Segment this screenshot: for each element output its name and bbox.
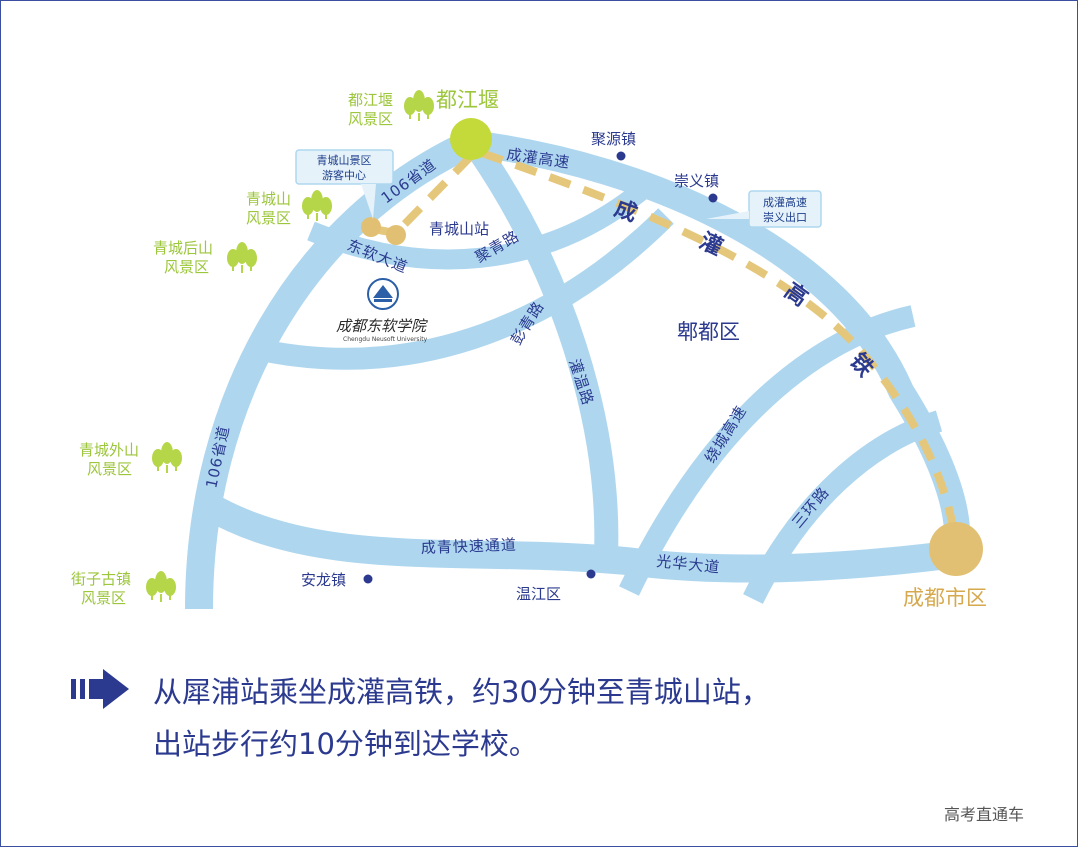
- label-qingcheng-houshan-1: 青城后山: [153, 239, 213, 257]
- route-description: 从犀浦站乘坐成灌高铁，约30分钟至青城山站， 出站步行约10分钟到达学校。: [153, 666, 953, 770]
- qingchengshan-station-marker: [361, 217, 381, 237]
- route-line-2: 出站步行约10分钟到达学校。: [153, 727, 538, 761]
- label-dujiangyan-station: 都江堰: [436, 88, 499, 112]
- watermark: 高考直通车: [944, 805, 1025, 824]
- road-chengguan-expressway: [469, 130, 971, 554]
- label-dujiangyan-scenic-2: 风景区: [348, 110, 393, 128]
- chongyi-town-dot-icon: [708, 193, 718, 203]
- label-juyuan-town: 聚源镇: [591, 130, 636, 148]
- callout-exit-line1: 成灌高速: [763, 195, 807, 209]
- label-chongyi-town: 崇义镇: [674, 172, 719, 190]
- dujiangyan-scenic-tree-icon: [404, 90, 434, 121]
- university-name-cn: 成都东软学院: [336, 317, 428, 335]
- label-qingcheng-waishan-1: 青城外山: [79, 441, 139, 459]
- visitor-center-marker: [386, 225, 406, 245]
- route-line-1: 从犀浦站乘坐成灌高铁，约30分钟至青城山站，: [153, 675, 770, 709]
- callout-visitor-line2: 游客中心: [322, 168, 366, 182]
- label-anlong-town: 安龙镇: [301, 571, 346, 589]
- label-jiezi-town-1: 街子古镇: [71, 570, 131, 588]
- label-qingcheng-houshan-2: 风景区: [164, 258, 209, 276]
- callout-expressway-exit: 成灌高速 崇义出口: [706, 190, 822, 228]
- label-chengqing-express: 成青快速通道: [421, 536, 518, 557]
- label-qingchengshan-scenic-1: 青城山: [246, 190, 291, 208]
- label-chengdu-city: 成都市区: [903, 586, 987, 610]
- dujiangyan-station-marker: [450, 118, 492, 160]
- label-jiezi-town-2: 风景区: [81, 589, 126, 607]
- road-pengqing: [263, 208, 674, 370]
- label-wenjiang-district: 温江区: [516, 585, 561, 603]
- label-qingchengshan-station: 青城山站: [429, 220, 489, 238]
- chengdu-city-marker: [929, 522, 983, 576]
- callout-visitor-line1: 青城山景区: [317, 154, 372, 167]
- anlong-town-dot-icon: [363, 574, 373, 584]
- wenjiang-dot-icon: [586, 569, 596, 579]
- road-network: [185, 130, 971, 610]
- label-dujiangyan-scenic-1: 都江堰: [348, 91, 393, 109]
- label-qingcheng-waishan-2: 风景区: [87, 460, 132, 478]
- road-106-provincial: [185, 130, 477, 610]
- road-guanwen: [469, 144, 619, 557]
- arrow-right-icon: [71, 669, 129, 709]
- callout-visitor-center: 青城山景区 游客中心: [295, 149, 394, 219]
- qingchengshan-scenic-tree-icon: [302, 190, 332, 221]
- label-qingchengshan-scenic-2: 风景区: [246, 209, 291, 227]
- juyuan-town-dot-icon: [616, 151, 626, 161]
- road-chengqing-express: [201, 493, 958, 583]
- road-ring-expressway: [619, 305, 916, 596]
- label-pidu-district: 郫都区: [677, 320, 740, 344]
- callout-exit-line2: 崇义出口: [763, 210, 807, 224]
- jiezi-town-tree-icon: [146, 571, 176, 602]
- university-logo: 成都东软学院 Chengdu Neusoft University: [336, 278, 428, 343]
- high-speed-rail: [372, 146, 960, 550]
- qingcheng-houshan-tree-icon: [227, 242, 257, 273]
- road-dongruan-avenue: [307, 183, 648, 270]
- qingcheng-waishan-tree-icon: [152, 442, 182, 473]
- university-name-en: Chengdu Neusoft University: [343, 336, 428, 343]
